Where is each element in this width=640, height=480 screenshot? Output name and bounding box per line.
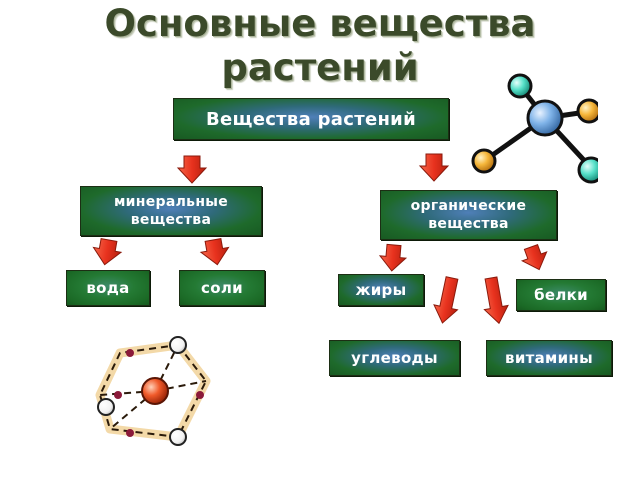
- molecule-cage-icon: [95, 336, 211, 446]
- proteins-box: белки: [516, 279, 606, 311]
- organic-label: органические вещества: [410, 198, 527, 232]
- proteins-label: белки: [534, 286, 588, 304]
- down-arrow-icon: [418, 153, 450, 182]
- down-arrow-icon: [483, 276, 509, 325]
- down-arrow-icon: [199, 238, 230, 266]
- water-box: вода: [66, 270, 150, 306]
- down-arrow-icon: [520, 243, 548, 271]
- down-arrow-icon: [378, 243, 408, 272]
- molecule-icon: [471, 73, 598, 184]
- vitamins-label: витамины: [505, 349, 593, 367]
- page-title: Основные вещества растений: [104, 2, 536, 89]
- down-arrow-icon: [176, 155, 208, 184]
- down-arrow-icon: [92, 238, 123, 266]
- mineral-box: минеральные вещества: [80, 186, 262, 236]
- organic-box: органические вещества: [380, 190, 557, 240]
- fats-box: жиры: [338, 274, 424, 306]
- carbs-label: углеводы: [351, 349, 438, 367]
- mineral-label: минеральные вещества: [113, 194, 229, 228]
- salts-box: соли: [179, 270, 265, 306]
- salts-label: соли: [201, 279, 243, 297]
- down-arrow-icon: [433, 276, 459, 324]
- fats-label: жиры: [355, 281, 407, 299]
- water-label: вода: [86, 279, 130, 297]
- carbs-box: углеводы: [329, 340, 460, 376]
- vitamins-box: витамины: [486, 340, 612, 376]
- root-label: Вещества растений: [205, 108, 417, 130]
- root-box: Вещества растений: [173, 98, 449, 140]
